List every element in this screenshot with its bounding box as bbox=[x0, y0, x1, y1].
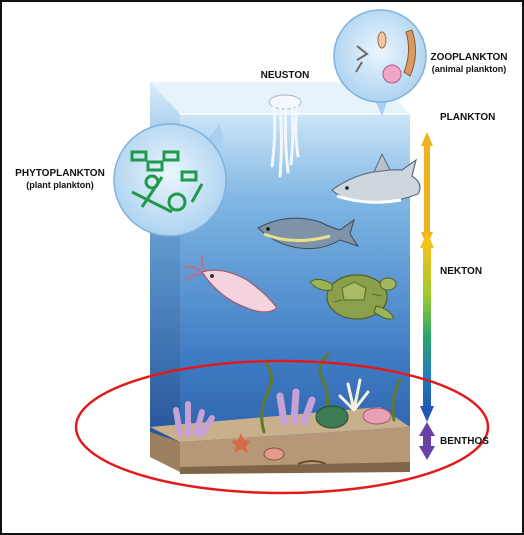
label-neuston: NEUSTON bbox=[261, 70, 310, 81]
crab-icon bbox=[264, 448, 284, 460]
label-nekton: NEKTON bbox=[440, 266, 482, 277]
label-phytoplankton: PHYTOPLANKTON bbox=[15, 168, 105, 179]
nekton-arrow bbox=[420, 232, 434, 422]
label-phytoplankton-sub: (plant plankton) bbox=[26, 180, 94, 190]
benthos-arrow bbox=[419, 422, 435, 460]
plankton-arrow bbox=[421, 132, 433, 246]
label-benthos: BENTHOS bbox=[440, 436, 489, 447]
label-plankton: PLANKTON bbox=[440, 112, 495, 123]
label-zooplankton: ZOOPLANKTON bbox=[430, 52, 507, 63]
phytoplankton-bubble bbox=[114, 124, 226, 236]
label-zooplankton-sub: (animal plankton) bbox=[432, 64, 507, 74]
